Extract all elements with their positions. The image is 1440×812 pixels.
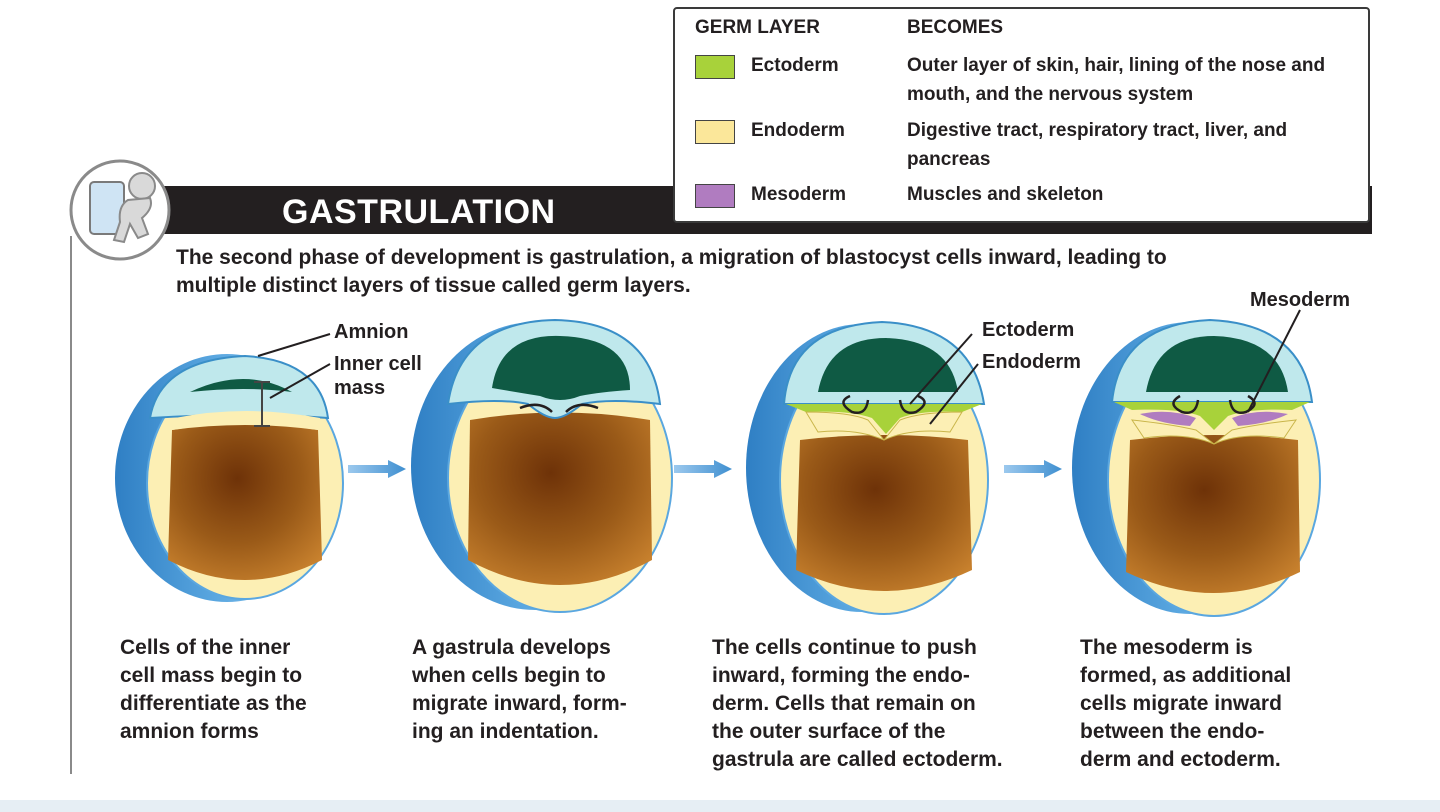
baby-icon [68,158,172,262]
arrow-right-icon [348,460,406,483]
caption-stage-2: A gastrula develops when cells begin to … [412,636,627,743]
section-rule [70,236,72,774]
ectoderm-swatch [695,55,735,79]
legend-becomes-ectoderm: Outer layer of skin, hair, lining of the… [907,55,1326,105]
embryo-stage-2 [411,318,673,613]
arrow-right-icon [674,460,732,483]
legend-header-becomes: BECOMES [907,17,1004,38]
label-mesoderm: Mesoderm [1250,289,1351,311]
germ-layer-legend: GERM LAYER BECOMES Ectoderm Outer layer … [673,7,1370,223]
caption-stage-1: Cells of the inner cell mass begin to di… [120,636,307,743]
caption-stage-3: The cells continue to push inward, formi… [712,636,1003,771]
label-endoderm: Endoderm [982,351,1081,373]
section-title: GASTRULATION [282,193,556,231]
embryo-stage-3 [746,320,989,615]
endoderm-swatch [695,120,735,144]
intro-text: The second phase of development is gastr… [176,246,1167,297]
caption-stage-4: The mesoderm is formed, as additional ce… [1080,636,1292,771]
embryo-stage-4 [1072,309,1321,617]
label-inner-cell-mass: Inner cell mass [334,353,422,399]
legend-layer-mesoderm: Mesoderm [751,184,847,205]
embryo-stage-1 [115,333,344,602]
legend-becomes-mesoderm: Muscles and skeleton [907,184,1104,205]
legend-becomes-endoderm: Digestive tract, respiratory tract, live… [907,120,1288,170]
legend-layer-endoderm: Endoderm [751,120,845,141]
mesoderm-swatch [695,184,735,208]
legend-layer-ectoderm: Ectoderm [751,55,839,76]
arrow-right-icon [1004,460,1062,483]
bottom-strip [0,800,1440,812]
label-amnion: Amnion [334,321,409,343]
label-ectoderm: Ectoderm [982,319,1075,341]
legend-header-layer: GERM LAYER [695,17,820,38]
